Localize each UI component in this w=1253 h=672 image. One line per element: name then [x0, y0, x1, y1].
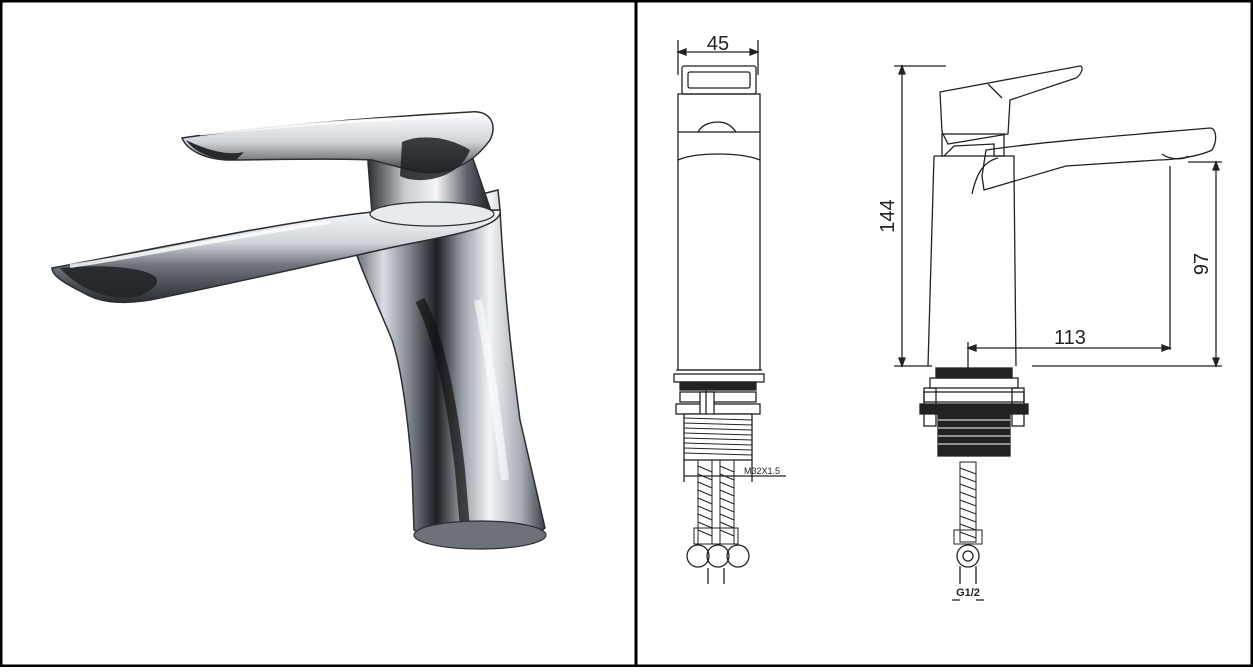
dim-height: 144: [877, 199, 899, 232]
faucet-photo: [51, 111, 547, 550]
faucet-spout: [51, 209, 501, 304]
dim-reach: 113: [1054, 327, 1086, 349]
product-photo-panel: [51, 111, 547, 550]
side-view: 144 97: [877, 64, 1222, 601]
dim-outlet-height: 97: [1191, 253, 1213, 275]
faucet-base: [413, 520, 547, 550]
technical-drawing: 45: [673, 33, 1222, 601]
dim-connection: G1/2: [956, 587, 980, 599]
front-view: 45: [673, 33, 786, 584]
dim-width: 45: [707, 33, 729, 55]
dim-thread: M32X1.5: [744, 466, 780, 476]
technical-drawing-panel: 45: [636, 0, 1253, 667]
